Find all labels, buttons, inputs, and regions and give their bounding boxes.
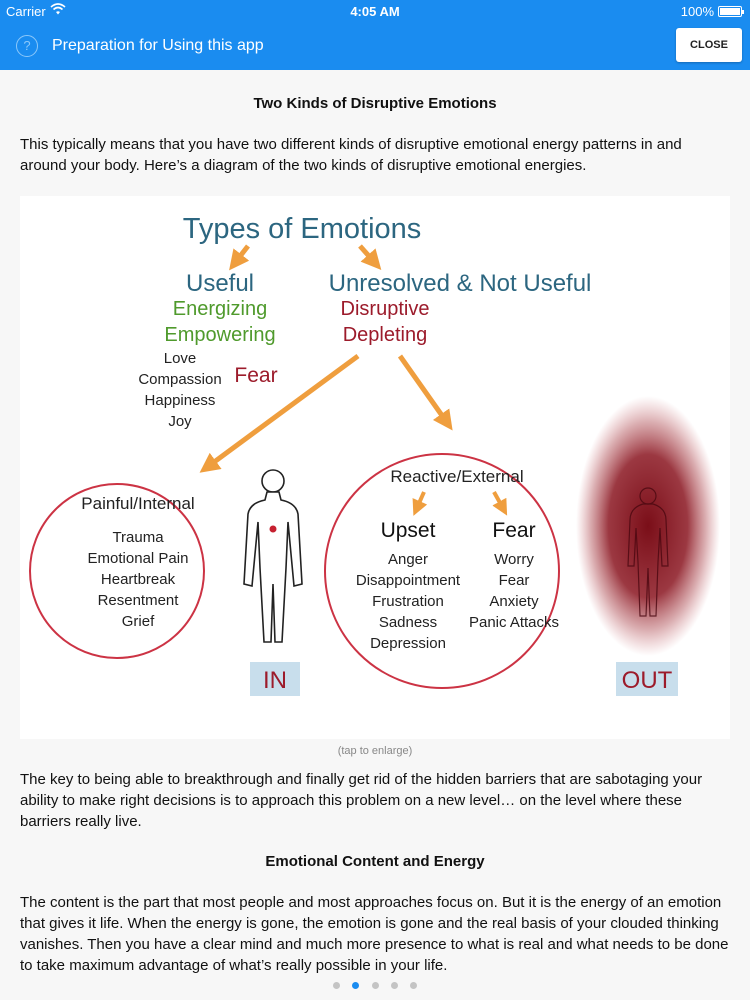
intro-paragraph: This typically means that you have two d… [20, 136, 682, 174]
useful-heading: Useful [186, 270, 254, 297]
help-icon[interactable]: ? [16, 35, 38, 57]
internal-item-1: Trauma [112, 529, 164, 546]
content-energy-paragraph: The content is the part that most people… [20, 894, 729, 974]
emotions-diagram[interactable]: Types of Emotions Useful Energizing Empo… [20, 196, 730, 739]
arrow-to-unresolved [358, 244, 382, 270]
internal-item-5: Grief [122, 613, 155, 630]
fear-item-3: Anxiety [489, 593, 539, 610]
upset-item-3: Frustration [372, 593, 444, 610]
diagram-title: Types of Emotions [183, 213, 422, 245]
useful-example-4: Joy [168, 413, 192, 430]
internal-item-2: Emotional Pain [88, 550, 189, 567]
unresolved-quality-2: Depleting [343, 324, 428, 346]
fear-item-4: Panic Attacks [469, 614, 559, 631]
page-dot-5[interactable] [410, 982, 418, 989]
useful-quality-1: Energizing [173, 298, 268, 320]
unresolved-heading: Unresolved & Not Useful [329, 270, 592, 297]
arrow-to-fear [492, 491, 508, 516]
status-bar: Carrier 4:05 AM 100% [0, 0, 750, 22]
upset-item-2: Disappointment [356, 572, 461, 589]
arrow-to-internal [199, 353, 360, 473]
human-figure-in [243, 469, 303, 643]
fear-label: Fear [234, 364, 277, 387]
fear-item-1: Worry [494, 551, 534, 568]
out-tag [616, 662, 678, 696]
battery-icon [718, 6, 744, 17]
upset-item-1: Anger [388, 551, 428, 568]
section-heading-disruptive: Two Kinds of Disruptive Emotions [253, 95, 497, 112]
battery-percent: 100% [680, 4, 714, 19]
external-circle [324, 453, 560, 689]
carrier-label: Carrier [6, 4, 46, 19]
clock: 4:05 AM [350, 4, 400, 19]
in-tag [250, 662, 300, 696]
useful-example-1: Love [164, 350, 197, 367]
tap-to-enlarge-caption: (tap to enlarge) [337, 745, 413, 757]
arrow-to-useful [229, 244, 250, 271]
close-button[interactable]: CLOSE [676, 28, 742, 62]
nav-title: Preparation for Using this app [52, 37, 264, 54]
fear-heading: Fear [492, 519, 535, 542]
nav-bar: ? Preparation for Using this app CLOSE [0, 22, 750, 70]
page-dot-2[interactable] [352, 982, 360, 989]
internal-item-3: Heartbreak [101, 571, 176, 588]
upset-item-4: Sadness [379, 614, 437, 631]
unresolved-quality-1: Disruptive [341, 298, 430, 320]
out-label: OUT [622, 667, 673, 694]
page-dot-1[interactable] [332, 982, 340, 989]
page-dot-4[interactable] [390, 982, 398, 989]
useful-quality-2: Empowering [164, 324, 275, 346]
human-figure-out [627, 487, 669, 617]
upset-item-5: Depression [370, 635, 446, 652]
external-heading: Reactive/External [390, 467, 523, 486]
useful-example-3: Happiness [145, 392, 216, 409]
arrow-to-upset [412, 491, 428, 516]
internal-circle [29, 483, 205, 659]
energy-aura [576, 396, 720, 656]
internal-heading: Painful/Internal [81, 494, 194, 513]
in-label: IN [263, 667, 287, 694]
page-indicator[interactable] [0, 976, 750, 994]
upset-heading: Upset [381, 519, 436, 542]
page-dot-3[interactable] [371, 982, 379, 989]
arrow-to-external [397, 354, 453, 431]
internal-item-4: Resentment [98, 592, 180, 609]
wifi-icon [50, 2, 66, 19]
section-heading-content-energy: Emotional Content and Energy [265, 853, 485, 870]
useful-example-2: Compassion [138, 371, 221, 388]
breakthrough-paragraph: The key to being able to breakthrough an… [20, 771, 703, 830]
fear-item-2: Fear [499, 572, 530, 589]
